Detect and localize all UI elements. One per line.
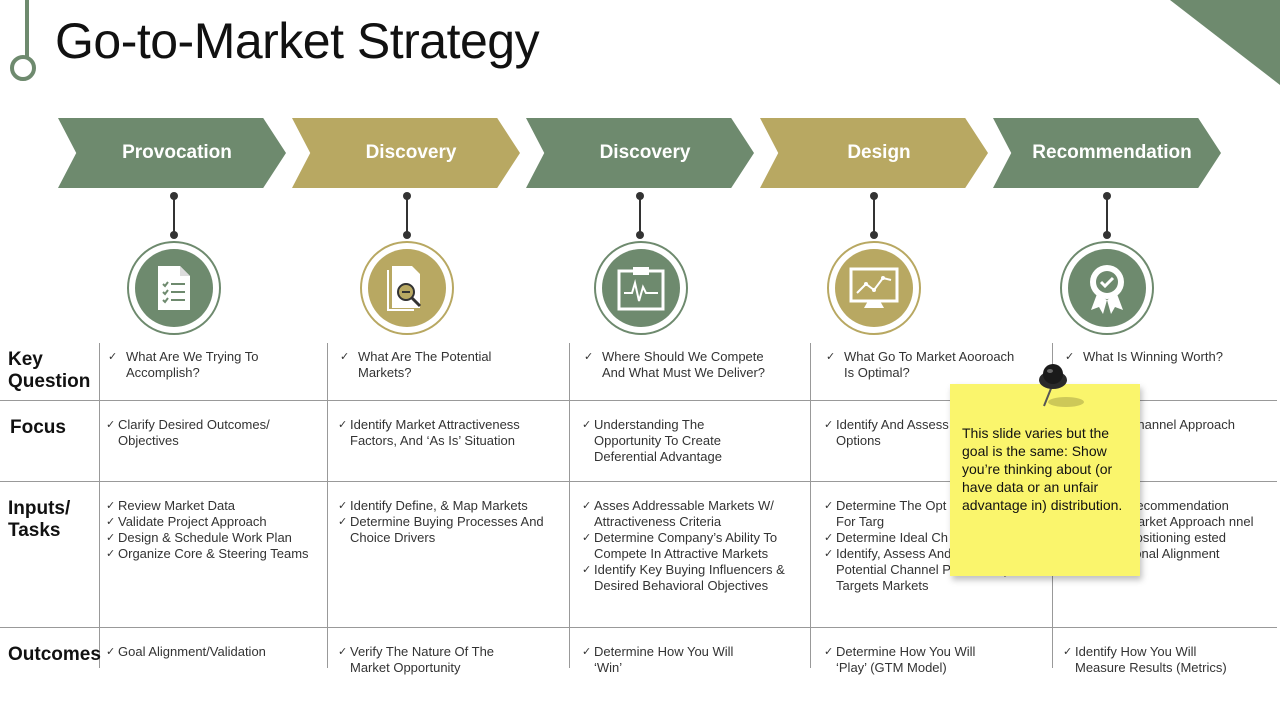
sticky-note: This slide varies but the goal is the sa… [950, 384, 1140, 576]
inputs-cell: Asses Addressable Markets W/ Attractiven… [582, 498, 804, 594]
title-hook-ring [10, 55, 36, 81]
list-item: What Go To Market Aooroach Is Optimal? [826, 349, 1026, 381]
outcomes-cell: Identify How You Will Measure Results (M… [1063, 644, 1243, 676]
connector-dot [403, 231, 411, 239]
stage-label: Discovery [365, 142, 457, 163]
row-label-focus: Focus [10, 417, 66, 438]
list-item: Where Should We Compete And What Must We… [584, 349, 784, 381]
connector-dot [170, 231, 178, 239]
focus-cell: Channel Approach [1128, 417, 1268, 433]
list-item: Verify The Nature Of The Market Opportun… [338, 644, 513, 676]
column-divider [99, 343, 100, 668]
row-label-key-question: Key Question [8, 349, 91, 392]
award-badge-icon [1068, 249, 1146, 327]
page-title: Go-to-Market Strategy [55, 13, 540, 69]
corner-decoration [1170, 0, 1280, 85]
key-question-cell: What Is Winning Worth? [1065, 349, 1265, 365]
list-item: Clarify Desired Outcomes/ Objectives [106, 417, 306, 449]
stage-icon-ring [594, 241, 688, 335]
table-divider [0, 627, 1277, 628]
list-item: Identify Market Attractiveness Factors, … [338, 417, 558, 449]
list-item: Design & Schedule Work Plan [106, 530, 311, 546]
focus-cell: Clarify Desired Outcomes/ Objectives [106, 417, 306, 449]
list-item: Goal Alignment/Validation [106, 644, 316, 660]
row-label-inputs-tasks: Inputs/ Tasks [8, 498, 71, 541]
focus-cell: Identify Market Attractiveness Factors, … [338, 417, 558, 449]
column-divider [327, 343, 328, 668]
stage-icon-ring [827, 241, 921, 335]
stage-icon-ring [127, 241, 221, 335]
key-question-cell: What Go To Market Aooroach Is Optimal? [826, 349, 1026, 381]
connector-dot [636, 231, 644, 239]
list-item: What Are The Potential Markets? [340, 349, 540, 381]
stage-chevron-recommendation: Recommendation [993, 118, 1221, 188]
sticky-note-text: This slide varies but the goal is the sa… [962, 425, 1123, 513]
document-checklist-icon [135, 249, 213, 327]
magnifier-document-icon [368, 249, 446, 327]
list-item: What Are We Trying To Accomplish? [108, 349, 308, 381]
connector-dot [403, 192, 411, 200]
row-label-outcomes: Outcomes [8, 644, 101, 665]
table-divider [0, 481, 1277, 482]
monitor-chart-icon [835, 249, 913, 327]
stage-label: Recommendation [1032, 142, 1192, 163]
connector-dot [870, 192, 878, 200]
title-hook-line [25, 0, 29, 58]
list-item: Determine Buying Processes And Choice Dr… [338, 514, 560, 546]
connector-line [406, 197, 408, 235]
list-item: Review Market Data [106, 498, 311, 514]
list-item: Identify Key Buying Influencers & Desire… [582, 562, 804, 594]
stage-label: Discovery [599, 142, 691, 163]
stage-chevron-provocation: Provocation [58, 118, 286, 188]
connector-dot [170, 192, 178, 200]
column-divider [569, 343, 570, 668]
key-question-cell: Where Should We Compete And What Must We… [584, 349, 784, 381]
outcomes-cell: Goal Alignment/Validation [106, 644, 316, 660]
outcomes-cell: Determine How You Will ‘Play’ (GTM Model… [824, 644, 999, 676]
connector-line [1106, 197, 1108, 235]
key-question-cell: What Are The Potential Markets? [340, 349, 540, 381]
connector-line [873, 197, 875, 235]
connector-line [173, 197, 175, 235]
outcomes-cell: Determine How You Will ‘Win’ [582, 644, 757, 676]
inputs-cell: Identify Define, & Map Markets Determine… [338, 498, 560, 546]
stage-chevron-discovery-1: Discovery [292, 118, 520, 188]
connector-dot [870, 231, 878, 239]
stage-icon-ring [360, 241, 454, 335]
list-item: Identify Define, & Map Markets [338, 498, 560, 514]
list-item: Determine Company’s Ability To Compete I… [582, 530, 804, 562]
stage-label: Provocation [122, 142, 232, 163]
list-item: Recommendation Market Approach nnel Posi… [1127, 498, 1254, 545]
key-question-cell: What Are We Trying To Accomplish? [108, 349, 308, 381]
stage-chevron-discovery-2: Discovery [526, 118, 754, 188]
list-item: What Is Winning Worth? [1065, 349, 1265, 365]
connector-dot [1103, 192, 1111, 200]
list-item: Understanding The Opportunity To Create … [582, 417, 762, 465]
connector-dot [636, 192, 644, 200]
outcomes-cell: Verify The Nature Of The Market Opportun… [338, 644, 513, 676]
table-divider [0, 400, 1277, 401]
stage-icon-ring [1060, 241, 1154, 335]
list-item: Determine How You Will ‘Play’ (GTM Model… [824, 644, 999, 676]
inputs-cell: Review Market Data Validate Project Appr… [106, 498, 311, 562]
list-item: Organize Core & Steering Teams [106, 546, 311, 562]
thumbtack-icon [1039, 364, 1084, 407]
stage-label: Design [847, 142, 911, 163]
list-item: Identify How You Will Measure Results (M… [1063, 644, 1243, 676]
list-item: Channel Approach [1128, 417, 1235, 432]
focus-cell: Understanding The Opportunity To Create … [582, 417, 762, 465]
stage-chevron-design: Design [760, 118, 988, 188]
connector-dot [1103, 231, 1111, 239]
connector-line [639, 197, 641, 235]
list-item: Validate Project Approach [106, 514, 311, 530]
column-divider [810, 343, 811, 668]
list-item: Asses Addressable Markets W/ Attractiven… [582, 498, 804, 530]
clipboard-chart-icon [602, 249, 680, 327]
list-item: Determine How You Will ‘Win’ [582, 644, 757, 676]
